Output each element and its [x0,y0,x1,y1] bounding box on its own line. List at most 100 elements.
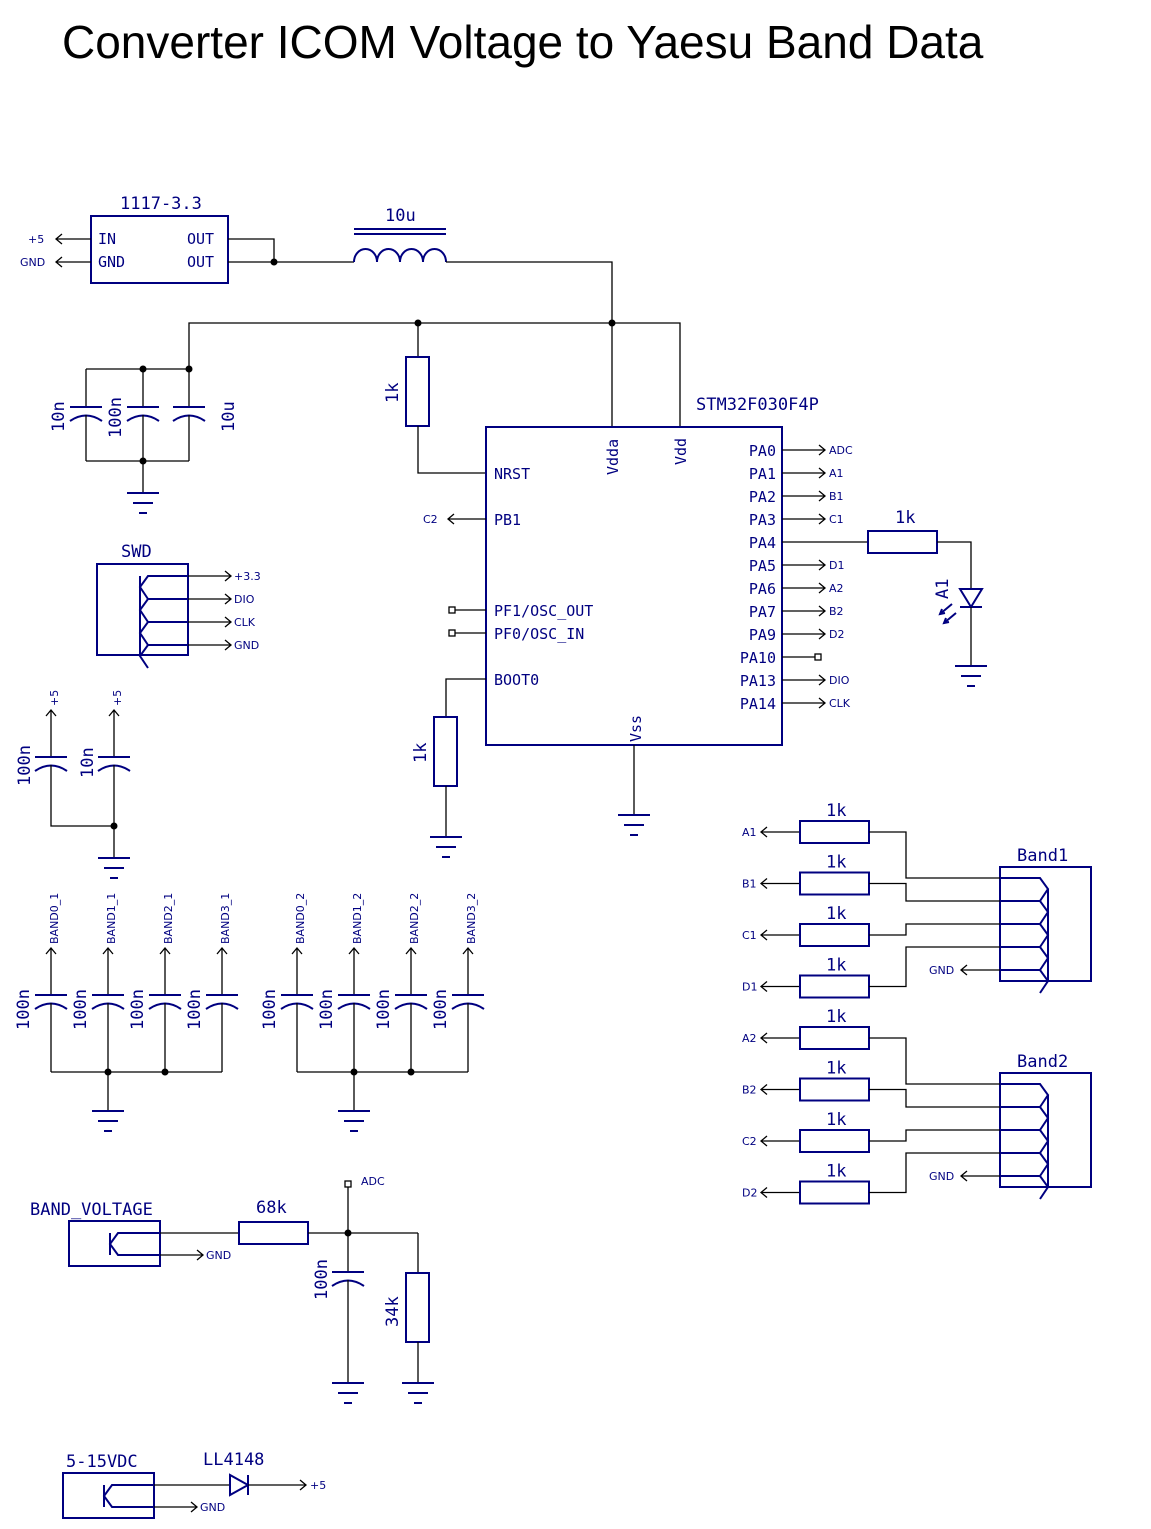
decoupling-cap-100n: 100n [15,745,35,786]
swd-net-0: +3.3 [234,570,261,583]
band-row-resistor: 1k [826,904,846,924]
mcu-pin-pb1: PB1 [494,511,521,529]
power-input-name: 5-15VDC [66,1452,138,1472]
band-gnd: GND [929,1170,954,1183]
mcu-pin-pf0: PF0/OSC_IN [494,625,584,643]
band-row-net: B1 [742,878,757,891]
band-row-resistor: 1k [826,853,846,873]
band-net-label: BAND3_1 [219,893,232,944]
band-row-resistor: 1k [826,1007,846,1027]
band-row-net: C1 [742,929,757,942]
mcu-pin-pa10: PA10 [740,649,776,667]
mcu-net-dio: DIO [829,674,850,687]
mcu-pin-pa6: PA6 [749,580,776,598]
schematic-title: Converter ICOM Voltage to Yaesu Band Dat… [62,16,984,68]
mcu: STM32F030F4P Vdda Vdd Vss NRST PB1 PF1/O… [423,395,853,836]
mcu-pin-pa3: PA3 [749,511,776,529]
swd-net-2: CLK [234,616,256,629]
swd-net-1: DIO [234,593,255,606]
band-net-label: BAND2_1 [162,893,175,944]
pb1-net: C2 [423,513,438,526]
band-row-net: D1 [742,981,757,994]
mcu-pin-vss: Vss [627,715,645,742]
band-cap-value: 100n [431,989,451,1030]
mcu-pin-nrst: NRST [494,465,530,483]
regulator-gnd-net: GND [20,256,45,269]
regulator-in-net: +5 [28,233,44,246]
band-net-label: BAND2_2 [408,893,421,944]
band-net-label: BAND1_1 [105,893,118,944]
band-gnd: GND [929,964,954,977]
status-led: 1k A1 [782,508,987,687]
band-row-resistor: 1k [826,1059,846,1079]
mcu-pin-pa4: PA4 [749,534,776,552]
cap-10n-top-label: 10n [49,401,69,432]
mcu-pin-pa13: PA13 [740,672,776,690]
led-ref: A1 [933,579,953,599]
mcu-pin-vdda: Vdda [604,439,622,475]
cap-100n-top-label: 100n [106,397,126,438]
led-resistor-value: 1k [895,508,915,528]
decoupling-cap-10n: 10n [78,747,98,778]
mcu-pin-pa5: PA5 [749,557,776,575]
mcu-net-adc: ADC [829,444,853,457]
cap-10u-top-label: 10u [219,401,239,432]
decoupling-net-1: +5 [48,690,61,706]
band-cap-value: 100n [260,989,280,1030]
band-row-net: A1 [742,826,757,839]
band-net-label: BAND0_1 [48,893,61,944]
band-voltage-r-shunt: 34k [383,1296,403,1327]
mcu-pin-pa9: PA9 [749,626,776,644]
mcu-name: STM32F030F4P [696,395,819,415]
band-cap-value: 100n [374,989,394,1030]
band-net-label: BAND1_2 [351,893,364,944]
band-cap-value: 100n [185,989,205,1030]
regulator-pin-gnd: GND [98,253,125,271]
inductor-value: 10u [385,206,416,226]
mcu-pin-boot0: BOOT0 [494,671,539,689]
power-input-diode: LL4148 [203,1450,264,1470]
reset-resistor: 1k [383,323,486,474]
mcu-pin-pa1: PA1 [749,465,776,483]
band-row-net: D2 [742,1187,757,1200]
mcu-pin-pa0: PA0 [749,442,776,460]
mcu-net-d2: D2 [829,628,844,641]
band-row-resistor: 1k [826,1110,846,1130]
band-connector-name: Band1 [1017,846,1068,866]
boot-resistor: 1k [411,678,486,858]
band-voltage-gnd: GND [206,1249,231,1262]
band-caps-group-1: BAND0_1 100n BAND1_1 100n BAND2_1 100n BAND3_1… [14,893,239,1132]
power-input-gnd: GND [200,1501,225,1514]
mcu-pin-pf1: PF1/OSC_OUT [494,602,593,620]
swd-name: SWD [121,542,152,562]
mcu-pin-vdd: Vdd [672,438,690,465]
mcu-pin-pa7: PA7 [749,603,776,621]
band-caps-group-2: BAND0_2100nBAND1_2100nBAND2_2100nBAND3_2… [260,893,485,1132]
band-voltage-adc: ADC [361,1175,385,1188]
band-connector-name: Band2 [1017,1052,1068,1072]
regulator-pin-in: IN [98,230,116,248]
power-input: 5-15VDC LL4148 +5 GND [62,1450,326,1519]
mcu-net-d1: D1 [829,559,844,572]
mcu-net-c1: C1 [829,513,844,526]
band-row-resistor: 1k [826,956,846,976]
mcu-pin-pa2: PA2 [749,488,776,506]
band-net-label: BAND3_2 [465,893,478,944]
band-cap-value: 100n [14,989,34,1030]
band-cap-value: 100n [128,989,148,1030]
power-input-out: +5 [310,1479,326,1492]
decoupling-net-2: +5 [111,690,124,706]
mcu-net-b2: B2 [829,605,844,618]
swd-net-3: GND [234,639,259,652]
reset-resistor-value: 1k [383,383,403,403]
band-row-net: B2 [742,1084,757,1097]
band-cap-value: 100n [317,989,337,1030]
band-row-net: A2 [742,1032,757,1045]
inductor: 10u [353,206,613,427]
supply-decoupling: +5 +5 100n 10n [15,690,131,879]
band-row-resistor: 1k [826,801,846,821]
regulator: 1117-3.3 IN GND OUT OUT +5 GND [20,194,354,284]
